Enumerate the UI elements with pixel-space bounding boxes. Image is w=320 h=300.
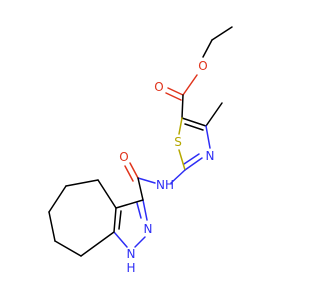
bond-c-double-o-1 xyxy=(167,87,184,96)
bond-c3a-c8a-b xyxy=(118,210,122,230)
bond-n3-c2-a xyxy=(184,157,203,171)
bond-c-double-o-2 xyxy=(165,92,182,101)
bond-c3a-c8a-a xyxy=(113,207,117,233)
bond-carbonyl-c5 xyxy=(181,94,184,119)
bond-c3a-c4 xyxy=(97,179,117,209)
bond-c7-c8 xyxy=(54,240,82,257)
atom-nh-amide: NH xyxy=(156,178,174,192)
bond-c3-n2-a xyxy=(142,199,148,221)
bond-c4-c5 xyxy=(65,179,99,187)
bond-ch3-ch2 xyxy=(211,26,233,41)
bond-c3-c3a xyxy=(115,199,144,209)
bond-c5-c4-double-a xyxy=(181,117,207,127)
bond-c4-methyl xyxy=(205,102,223,127)
atom-n-pyrazole: N xyxy=(144,222,153,236)
bond-c5-s1 xyxy=(178,117,183,135)
atom-h-pyrazole-nh: H xyxy=(126,261,135,275)
atom-label-layer: O O S N NH O N N H xyxy=(119,59,214,275)
atom-o-carbonyl-amide: O xyxy=(119,150,128,164)
bond-amide-c-c3 xyxy=(137,177,144,201)
bond-c8-c8a xyxy=(80,231,115,257)
bond-s1-c2 xyxy=(178,149,186,171)
bond-c2-nh xyxy=(170,169,186,184)
atom-s-thiazole: S xyxy=(174,135,182,149)
bond-n3-c2-b xyxy=(183,153,200,165)
bond-c6-c7 xyxy=(48,211,56,242)
bond-o-carbonyl-c xyxy=(182,74,198,96)
bond-c5-c4-double-b xyxy=(184,123,204,131)
atom-o-carbonyl-ester: O xyxy=(154,80,163,94)
bond-nh-amide-c xyxy=(137,177,156,184)
chemical-structure-diagram: O O S N NH O N N H xyxy=(48,26,233,275)
bond-layer xyxy=(48,26,233,257)
bond-c4-n3 xyxy=(205,125,211,149)
bond-n2-n1 xyxy=(134,236,146,248)
atom-n-thiazole: N xyxy=(206,149,215,163)
bond-ch2-o xyxy=(202,39,213,58)
atom-n-pyrazole-nh: N xyxy=(127,247,136,261)
bond-c3-n2-b xyxy=(136,202,142,219)
bond-c5-c6 xyxy=(48,185,67,213)
bond-c8a-n1 xyxy=(113,231,128,248)
atom-o-ether: O xyxy=(198,59,207,73)
bond-amide-c-double-o-a xyxy=(129,162,139,179)
bond-amide-c-double-o-b xyxy=(124,165,134,182)
